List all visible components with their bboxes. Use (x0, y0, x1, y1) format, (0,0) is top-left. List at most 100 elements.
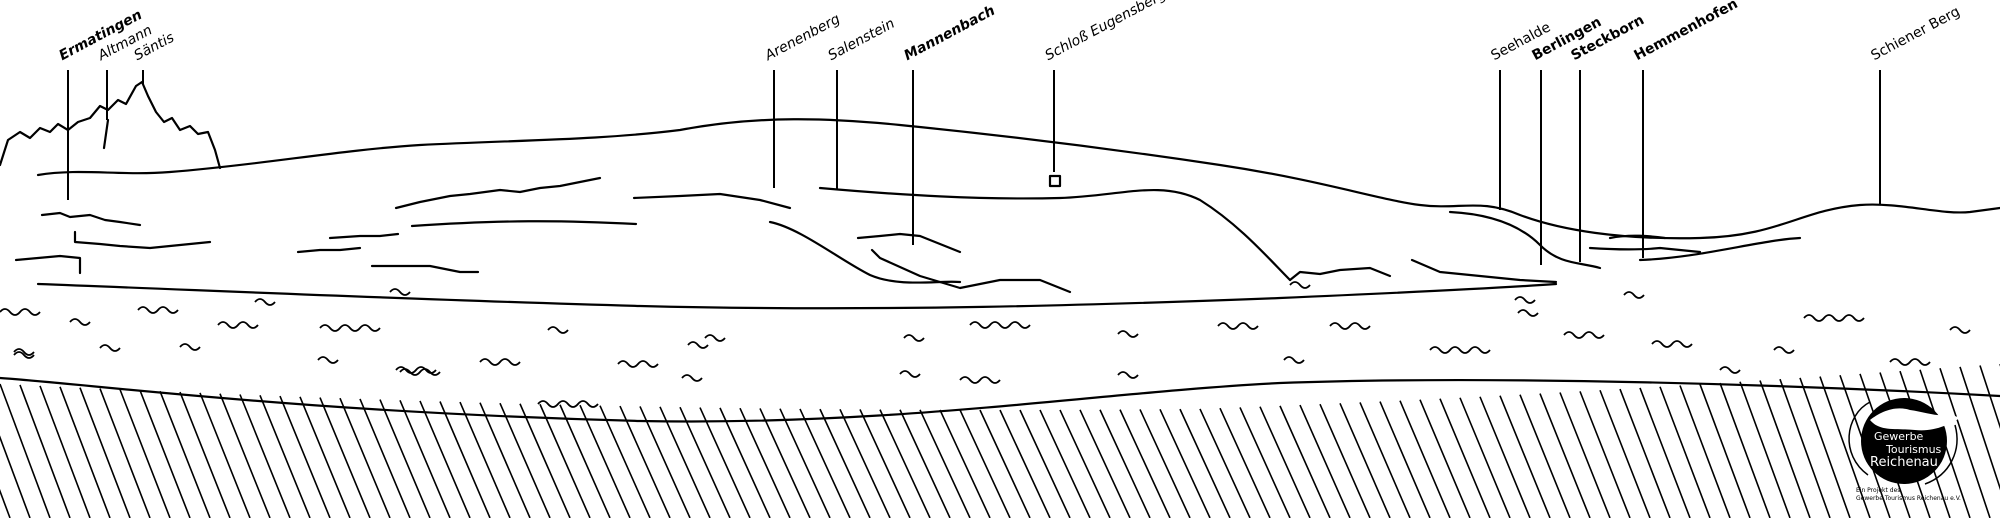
hatch-line (1779, 378, 1831, 518)
hatch-line (1419, 399, 1471, 518)
wave-mark (969, 321, 1031, 329)
wave-mark (1563, 331, 1605, 339)
hatch-line (19, 384, 71, 518)
logo-text-reichenau: Reichenau (1870, 455, 1938, 470)
wave-mark (13, 348, 35, 356)
hatch-line (539, 403, 591, 518)
hatch-line (899, 409, 951, 518)
hatch-line (1459, 397, 1511, 518)
wave-mark (254, 298, 276, 306)
shoreline-near (0, 376, 2000, 423)
hatch-line (1139, 409, 1191, 518)
hatch-line (1219, 407, 1271, 518)
wave-mark (179, 343, 201, 351)
hatch-line (1359, 402, 1411, 518)
hatch-line (1239, 407, 1291, 518)
hatch-line (999, 409, 1051, 518)
hatch-line (79, 387, 131, 518)
reichenau-logo (1848, 398, 1960, 485)
hatch-line (939, 409, 991, 518)
hatch-line (519, 403, 571, 518)
wave-mark (317, 356, 339, 364)
hatch-line (1679, 385, 1731, 518)
hatch-line (559, 404, 611, 518)
hatch-line (1439, 398, 1491, 518)
wave-mark (903, 334, 925, 342)
wave-mark (617, 360, 659, 368)
hatch-line (679, 406, 731, 518)
wave-mark (1217, 322, 1259, 330)
shoreline-far (36, 282, 1558, 310)
hatch-line (1799, 377, 1851, 518)
hatch-line (759, 408, 811, 518)
hatch-line (159, 390, 211, 518)
wave-mark (899, 370, 921, 378)
hatch-line (219, 393, 271, 518)
hatch-line (1259, 406, 1311, 518)
wave-mark (1949, 326, 1971, 334)
wave-mark (1514, 296, 1536, 304)
hatch-line (0, 488, 11, 518)
hatch-line (119, 389, 171, 518)
hatch-line (1119, 409, 1171, 518)
hatch-line (1379, 401, 1431, 518)
hatch-line (699, 407, 751, 518)
wave-mark (99, 344, 121, 352)
hatch-line (1299, 404, 1351, 518)
wave-mark (1429, 346, 1491, 354)
hatch-line (239, 394, 291, 518)
hatch-line (959, 409, 1011, 518)
hatch-line (1519, 394, 1571, 518)
wave-mark (1719, 366, 1741, 374)
hatch-line (1399, 400, 1451, 518)
hatch-line (1719, 382, 1771, 518)
hatch-line (0, 435, 31, 518)
hatch-line (639, 406, 691, 518)
hatch-line (719, 407, 771, 518)
back-ridge (36, 118, 2000, 240)
wave-mark (1803, 314, 1865, 322)
hatch-line (659, 406, 711, 518)
logo-text-gewerbe: Gewerbe (1874, 430, 1924, 443)
hatch-line (499, 402, 551, 518)
hatch-line (1199, 408, 1251, 518)
hatch-line (1339, 403, 1391, 518)
wave-mark (681, 374, 703, 382)
hatch-line (259, 394, 311, 518)
hatch-line (39, 385, 91, 518)
hatch-line (979, 409, 1031, 518)
hatch-line (1619, 388, 1671, 518)
hatch-line (1159, 408, 1211, 518)
hatch-line (99, 388, 151, 518)
wave-mark (389, 288, 411, 296)
hatch-line (1059, 409, 1111, 518)
saentis-mountains (0, 80, 222, 170)
wave-mark (217, 321, 259, 329)
wave-mark (547, 326, 569, 334)
hatch-line (619, 405, 671, 518)
hatch-line (879, 409, 931, 518)
hatch-line (359, 398, 411, 518)
hatch-line (1479, 396, 1531, 518)
logo-subtitle-2: Gewerbe Tourismus Reichenau e.V. (1856, 495, 1961, 502)
hatch-line (379, 399, 431, 518)
hatch-line (59, 386, 111, 518)
logo-text-tourismus: Tourismus (1886, 443, 1942, 456)
hatch-line (1279, 405, 1331, 518)
hatch-line (0, 383, 51, 518)
wave-mark (959, 376, 1001, 384)
wave-mark (137, 306, 179, 314)
wave-mark (1329, 322, 1371, 330)
logo-subtitle-1: Ein Projekt des (1856, 487, 1901, 494)
hatch-line (839, 408, 891, 518)
hatch-line (139, 390, 191, 518)
wave-mark (1517, 309, 1539, 317)
hatch-line (1099, 409, 1151, 518)
hatch-line (1039, 409, 1091, 518)
hatch-line (1179, 408, 1231, 518)
hatch-line (1539, 393, 1591, 518)
hatch-line (279, 395, 331, 518)
hatch-line (919, 409, 971, 518)
